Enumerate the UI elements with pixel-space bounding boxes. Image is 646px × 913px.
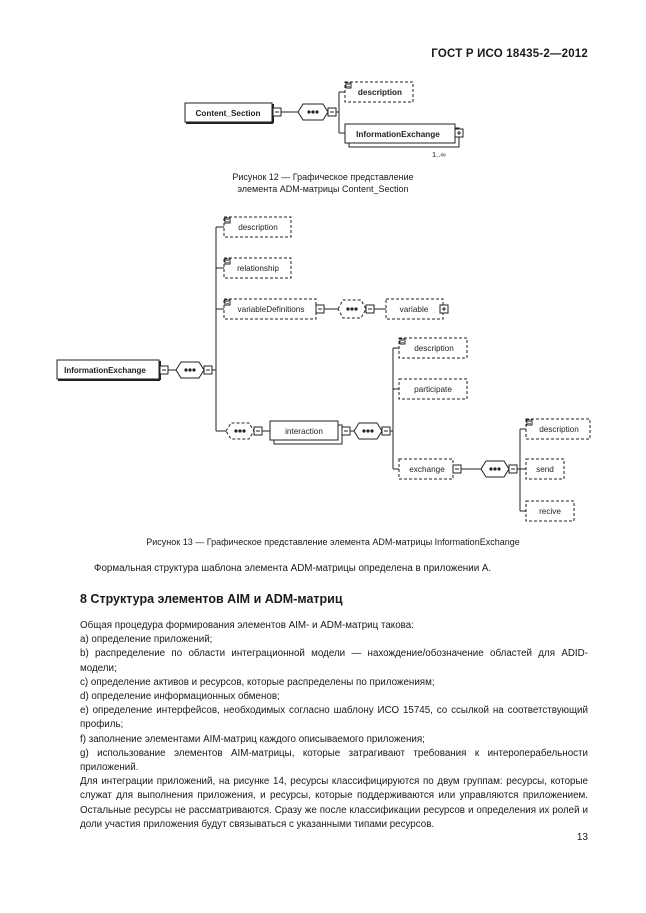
multiplicity-label: 1..∞	[432, 150, 446, 159]
list-item: f) заполнение элементами AIM-матриц кажд…	[80, 733, 425, 745]
figure-13-caption: Рисунок 13 — Графическое представление э…	[146, 537, 520, 547]
element-send: send	[525, 458, 565, 480]
element-interaction: interaction	[269, 420, 343, 445]
figure-12: Content_Section description InformationE…	[184, 81, 464, 159]
page-number: 13	[576, 832, 588, 843]
svg-text:description: description	[414, 344, 454, 353]
element-interaction-description: description	[398, 337, 468, 359]
element-variable: variable	[385, 298, 449, 320]
list-item: d) определение информационных обменов;	[80, 691, 280, 703]
intro-paragraph: Формальная структура шаблона элемента AD…	[94, 563, 492, 574]
element-exchange: exchange	[398, 458, 454, 480]
svg-text:InformationExchange: InformationExchange	[356, 130, 440, 139]
svg-text:relationship: relationship	[237, 264, 279, 273]
element-participate: participate	[398, 378, 468, 400]
list-item: с) определение активов и ресурсов, котор…	[80, 676, 435, 688]
figure-12-caption: Рисунок 12 — Графическое представление э…	[232, 172, 414, 194]
svg-text:interaction: interaction	[285, 427, 323, 436]
svg-text:participate: participate	[414, 385, 452, 394]
element-description: description	[344, 81, 414, 103]
element-information-exchange-root: InformationExchange	[56, 359, 161, 381]
svg-text:exchange: exchange	[409, 465, 445, 474]
list-item: а) определение приложений;	[80, 634, 213, 646]
element-description: description	[223, 216, 292, 238]
element-label: Content_Section	[195, 109, 260, 118]
procedure-list: Общая процедура формирования элементов A…	[80, 619, 588, 832]
svg-text:recive: recive	[539, 507, 561, 516]
element-content-section: Content_Section	[184, 102, 274, 124]
section-heading: 8 Структура элементов AIM и ADM-матриц	[80, 592, 343, 606]
element-exchange-description: description	[525, 418, 591, 440]
svg-text:description: description	[358, 88, 402, 97]
element-information-exchange: InformationExchange	[344, 123, 464, 148]
svg-text:send: send	[536, 465, 554, 474]
element-recive: recive	[525, 500, 575, 522]
svg-text:variable: variable	[400, 305, 429, 314]
paragraph-general: Общая процедура формирования элементов A…	[80, 620, 414, 631]
element-variable-definitions: variableDefinitions	[223, 298, 317, 320]
svg-text:InformationExchange: InformationExchange	[64, 366, 146, 375]
svg-text:description: description	[539, 425, 579, 434]
element-relationship: relationship	[223, 257, 292, 279]
list-item: b) распределение по области интеграционн…	[80, 648, 588, 674]
paragraph-integration: Для интеграции приложений, на рисунке 14…	[80, 776, 588, 830]
document-header: ГОСТ Р ИСО 18435-2—2012	[431, 48, 588, 60]
list-item: е) определение интерфейсов, необходимых …	[80, 705, 588, 731]
list-item: g) использование элементов AIM-матрицы, …	[80, 747, 588, 774]
svg-text:description: description	[238, 223, 278, 232]
svg-text:variableDefinitions: variableDefinitions	[238, 305, 305, 314]
figure-13: InformationExchange description	[56, 216, 591, 522]
